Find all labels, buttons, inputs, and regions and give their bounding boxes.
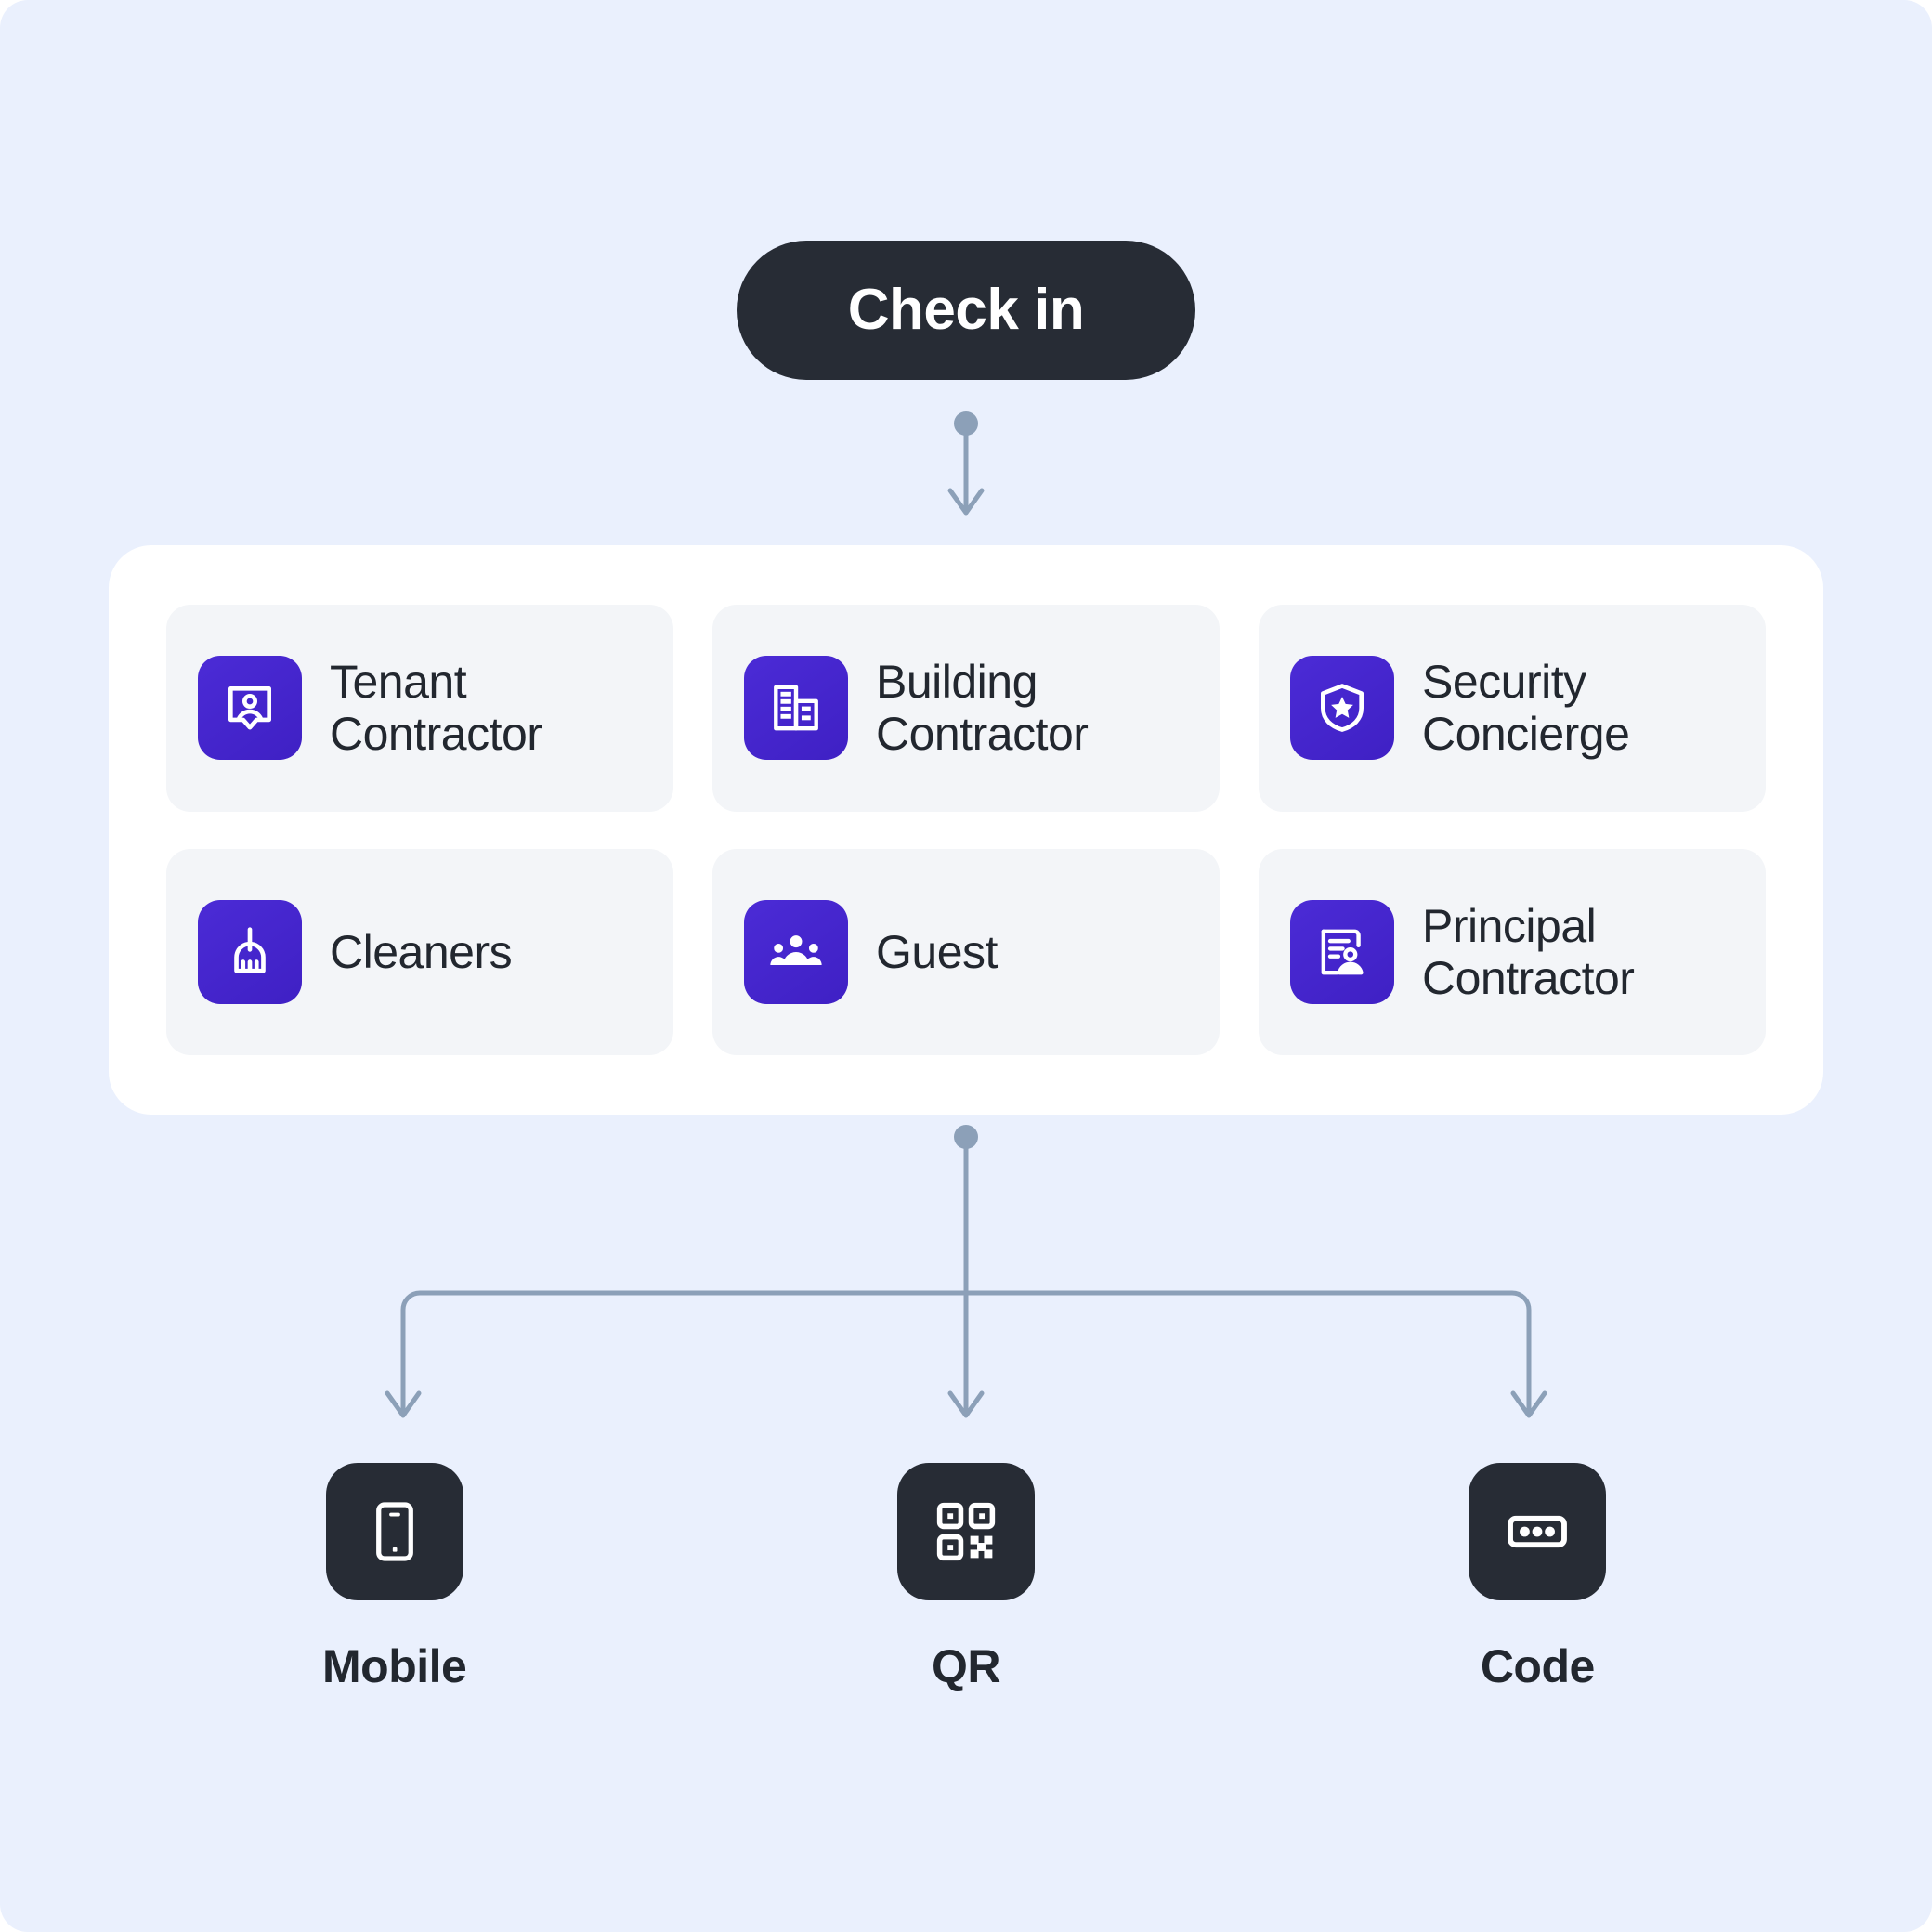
- connector-arrow-left: [385, 1390, 422, 1418]
- role-card-principal-contractor[interactable]: Principal Contractor: [1259, 848, 1766, 1055]
- role-label: Building Contractor: [876, 656, 1089, 761]
- role-card-guest[interactable]: Guest: [712, 848, 1220, 1055]
- role-card-building-contractor[interactable]: Building Contractor: [712, 605, 1220, 812]
- connector-dot-bottom: [954, 1125, 978, 1149]
- role-card-cleaners[interactable]: Cleaners: [166, 848, 673, 1055]
- method-mobile[interactable]: Mobile: [109, 1463, 680, 1693]
- method-code[interactable]: Code: [1252, 1463, 1823, 1693]
- qr-code-icon: [896, 1463, 1035, 1600]
- broom-icon: [198, 899, 302, 1004]
- contact-card-icon: [198, 656, 302, 761]
- role-card-tenant-contractor[interactable]: Tenant Contractor: [166, 605, 673, 812]
- connector-arrow-top: [947, 488, 985, 516]
- smartphone-icon: [325, 1463, 463, 1600]
- connector-dot-top: [954, 411, 978, 436]
- role-label: Tenant Contractor: [330, 656, 542, 761]
- connector-arrow-right: [1510, 1390, 1547, 1418]
- role-label: Cleaners: [330, 925, 513, 978]
- method-label: Code: [1480, 1640, 1596, 1692]
- people-group-icon: [744, 899, 848, 1004]
- document-person-icon: [1290, 899, 1394, 1004]
- connector-branch-left: [400, 1290, 969, 1415]
- checkin-button-container: Check in: [0, 241, 1932, 380]
- role-selection-panel: Tenant Contractor Building Contractor: [109, 545, 1823, 1115]
- method-label: Mobile: [322, 1640, 467, 1692]
- shield-star-icon: [1290, 656, 1394, 761]
- passcode-dots-icon: [1469, 1463, 1607, 1600]
- checkin-methods: Mobile QR: [109, 1463, 1823, 1693]
- check-in-button[interactable]: Check in: [736, 241, 1196, 380]
- method-qr[interactable]: QR: [680, 1463, 1251, 1693]
- method-label: QR: [931, 1640, 1001, 1692]
- role-card-security-concierge[interactable]: Security Concierge: [1259, 605, 1766, 812]
- role-label: Security Concierge: [1422, 656, 1630, 761]
- role-label: Principal Contractor: [1422, 899, 1635, 1004]
- connector-arrow-middle: [947, 1390, 985, 1418]
- role-label: Guest: [876, 925, 998, 978]
- connector-branch-right: [963, 1290, 1532, 1415]
- building-icon: [744, 656, 848, 761]
